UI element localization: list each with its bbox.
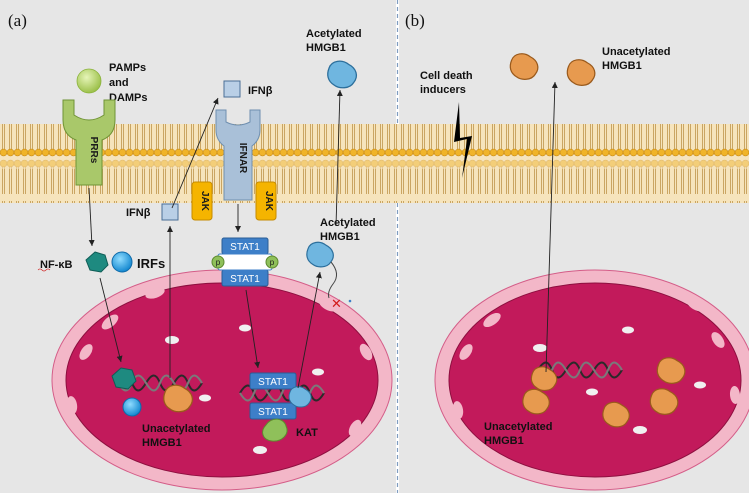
- panel-b-label: (b): [405, 11, 425, 30]
- cell-death-line1: Cell death: [420, 70, 473, 82]
- ifnb-in-icon: [161, 203, 179, 221]
- ifnb-out-label: IFNβ: [248, 85, 273, 97]
- acetylated-mid-line1: Acetylated: [320, 217, 376, 229]
- phospho-left: p: [216, 258, 221, 267]
- arrows-panel-a: [88, 89, 343, 389]
- unacetylated-b-line2: HMGB1: [484, 435, 524, 447]
- dot-icon: [348, 299, 352, 303]
- and-line: and: [109, 77, 129, 89]
- stat1-nuc-bottom-label: STAT1: [258, 407, 288, 418]
- ifnar-label: IFNAR: [237, 143, 248, 174]
- jak-left: [191, 181, 213, 221]
- irfs-icon: [111, 251, 133, 273]
- irfs-label: IRFs: [137, 256, 165, 271]
- acetylated-out-line2: HMGB1: [306, 42, 346, 54]
- cell-death-line2: inducers: [420, 84, 466, 96]
- nfkb-nucleus-icon: [111, 367, 137, 390]
- damps-line: DAMPs: [109, 92, 148, 104]
- irfs-nucleus-icon: [122, 397, 142, 417]
- kat-label: KAT: [296, 427, 318, 439]
- unacetylated-nuc-a-label: Unacetylated HMGB1: [142, 423, 214, 449]
- ifnb-out-icon: [223, 80, 241, 98]
- block-x-icon: ✕: [331, 297, 342, 312]
- stat1-nuc-top: [249, 372, 297, 390]
- nfkb-label: NF-κB: [40, 259, 72, 271]
- stat1-nuc-top-label: STAT1: [258, 377, 288, 388]
- unacetylated-out-line2: HMGB1: [602, 60, 642, 72]
- jak-right: [255, 181, 277, 221]
- unacetylated-a-line2: HMGB1: [142, 437, 182, 449]
- nfkb-icon: [85, 251, 109, 273]
- nucleus-a: [51, 269, 393, 491]
- pamps-damps-ligand: [76, 68, 102, 94]
- unacetylated-a-line1: Unacetylated: [142, 423, 210, 435]
- pamps-damps-label: PAMPs and DAMPs: [109, 62, 149, 104]
- unacetylated-out-label: Unacetylated HMGB1: [602, 46, 674, 72]
- arrow-panel-b: [545, 81, 558, 373]
- ifnb-in-label: IFNβ: [126, 207, 151, 219]
- nfkb-underline: [37, 268, 51, 272]
- unacetylated-nuc-b-label: Unacetylated HMGB1: [484, 421, 556, 447]
- cell-membrane: [0, 124, 749, 203]
- panel-a-label: (a): [8, 11, 27, 30]
- lightning-icon: [454, 102, 472, 178]
- secretion-tail: [328, 261, 337, 299]
- stat1-top-label: STAT1: [230, 242, 260, 253]
- ifnar-receptor: [215, 109, 261, 201]
- prr-receptor: [62, 99, 116, 186]
- phospho-right: p: [270, 258, 275, 267]
- unacetylated-b-line1: Unacetylated: [484, 421, 552, 433]
- kat-icon: [262, 418, 288, 442]
- unacetylated-out-line1: Unacetylated: [602, 46, 670, 58]
- pamps-line: PAMPs: [109, 62, 146, 74]
- acetylated-mid-line2: HMGB1: [320, 231, 360, 243]
- acetylated-out-line1: Acetylated: [306, 28, 362, 40]
- acetylated-out-label: Acetylated HMGB1: [306, 28, 365, 54]
- prrs-label: PRRs: [88, 137, 99, 164]
- nucleus-b: [434, 269, 749, 491]
- stat1-bottom-label: STAT1: [230, 274, 260, 285]
- stat1-dimer-cytoplasm: [211, 237, 279, 287]
- cell-death-label: Cell death inducers: [420, 70, 476, 96]
- jak-right-label: JAK: [263, 191, 274, 212]
- acetylated-mid-label: Acetylated HMGB1: [320, 217, 379, 243]
- jak-left-label: JAK: [199, 191, 210, 212]
